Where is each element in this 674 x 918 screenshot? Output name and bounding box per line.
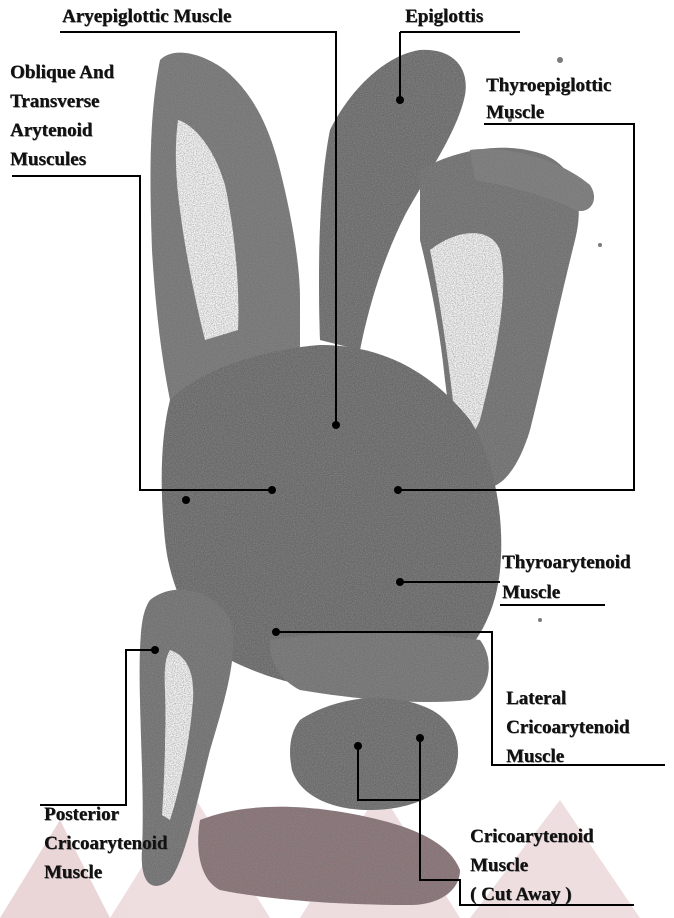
label-thyroepiglottic-line-1: Thyroepiglottic <box>486 72 611 99</box>
label-epiglottis-text: Epiglottis <box>405 6 483 28</box>
label-thyroepiglottic-line-2: Muscle <box>486 99 611 126</box>
label-lateral-line-2: Cricoarytenoid <box>506 713 629 742</box>
label-lateral-cricoarytenoid-muscle: Lateral Cricoarytenoid Muscle <box>506 684 629 771</box>
label-thyroarytenoid-line-2: Muscle <box>502 578 630 608</box>
dot-aryepiglottic <box>332 421 340 429</box>
label-oblique-line-4: Muscules <box>10 145 114 174</box>
label-oblique-transverse-arytenoid: Oblique And Transverse Arytenoid Muscule… <box>10 58 114 174</box>
label-crico-line-2: Muscle <box>470 851 593 880</box>
label-thyroarytenoid-muscle: Thyroarytenoid Muscle <box>502 548 630 608</box>
label-lateral-line-1: Lateral <box>506 684 629 713</box>
label-posterior-line-3: Muscle <box>44 858 167 887</box>
label-thyroarytenoid-line-1: Thyroarytenoid <box>502 548 630 578</box>
leader-posterior <box>40 650 155 805</box>
dot-oblique-left <box>182 496 190 504</box>
dot-crico-b <box>416 734 424 742</box>
label-aryepiglottic-text: Aryepiglottic Muscle <box>62 6 231 28</box>
label-posterior-line-2: Cricoarytenoid <box>44 829 167 858</box>
label-lateral-line-3: Muscle <box>506 742 629 771</box>
dot-thyroepiglottic <box>394 486 402 494</box>
label-oblique-line-2: Transverse <box>10 87 114 116</box>
label-posterior-line-1: Posterior <box>44 800 167 829</box>
label-oblique-line-3: Arytenoid <box>10 116 114 145</box>
label-epiglottis: Epiglottis <box>405 6 483 28</box>
label-cricoarytenoid-cut-away: Cricoarytenoid Muscle ( Cut Away ) <box>470 822 593 909</box>
label-aryepiglottic-muscle: Aryepiglottic Muscle <box>62 6 231 28</box>
label-posterior-cricoarytenoid-muscle: Posterior Cricoarytenoid Muscle <box>44 800 167 887</box>
larynx-tissue <box>140 50 602 905</box>
dot-oblique <box>268 486 276 494</box>
dot-crico-a <box>354 742 362 750</box>
dot-posterior <box>151 646 159 654</box>
dot-epiglottis <box>396 96 404 104</box>
label-crico-line-1: Cricoarytenoid <box>470 822 593 851</box>
label-crico-line-3: ( Cut Away ) <box>470 880 593 909</box>
label-thyroepiglottic-muscle: Thyroepiglottic Muscle <box>486 72 611 126</box>
dot-thyroarytenoid <box>396 578 404 586</box>
dot-lateral <box>272 628 280 636</box>
label-oblique-line-1: Oblique And <box>10 58 114 87</box>
